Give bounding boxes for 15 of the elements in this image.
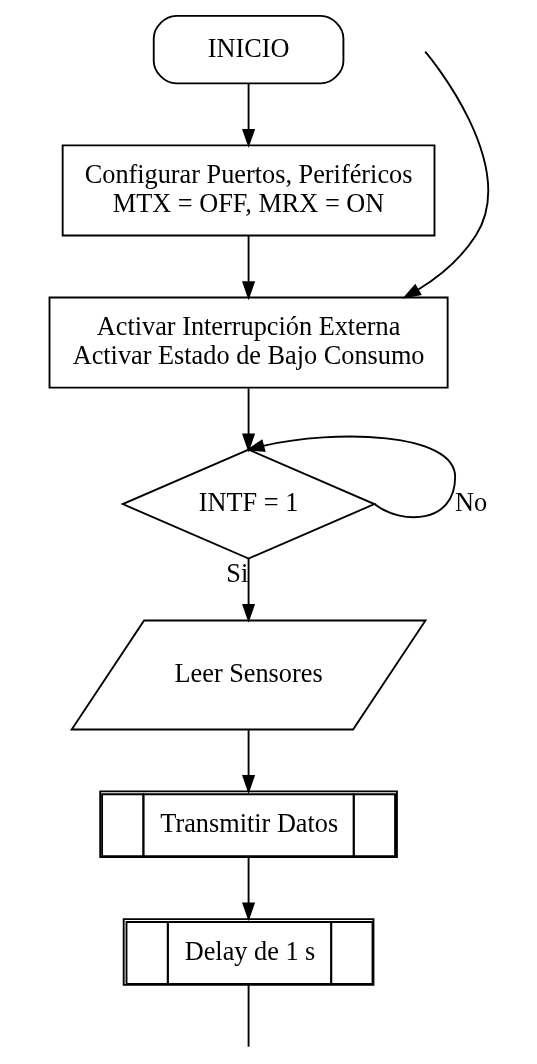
- node-diamond: INTF = 1: [119, 448, 377, 560]
- arrow: [401, 50, 489, 299]
- node-box: Activar Interrupción Externa Activar Estado de Bajo Consumo: [48, 296, 449, 389]
- arrow: [241, 83, 255, 148]
- arrow: [241, 729, 255, 794]
- node-box: Configurar Puertos, Periféricos MTX = OFF, MRX = ON: [61, 144, 435, 237]
- edge-label: Si: [225, 558, 248, 588]
- arrow: [241, 235, 255, 301]
- node-box: INICIO: [152, 14, 344, 85]
- connector: [247, 984, 249, 1048]
- arrow: [241, 387, 255, 453]
- arrow: [245, 435, 456, 519]
- arrow: [241, 557, 255, 623]
- edge-label: No: [454, 488, 487, 518]
- arrow: [241, 856, 255, 922]
